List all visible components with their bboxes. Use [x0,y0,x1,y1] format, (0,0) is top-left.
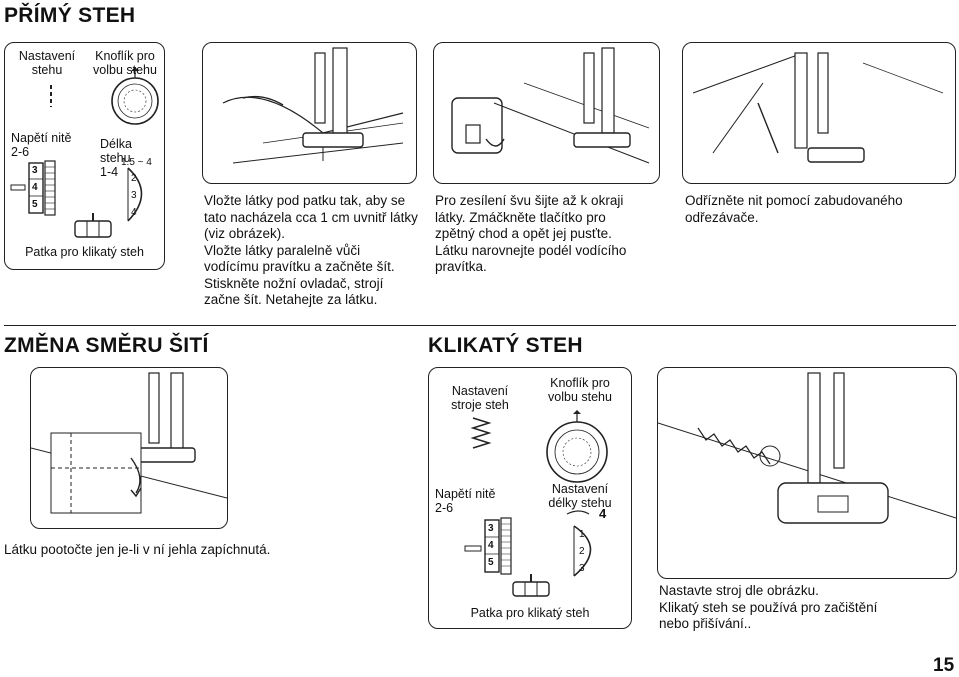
zigzag-length-mark-2: 2 [579,546,585,557]
zigzag-tension-dial-icon [464,517,512,575]
label-presser-foot: Patka pro klikatý steh [25,245,144,259]
straight-stitch-settings-panel: Nastavení stehu Knoflík pro volbu stehu … [4,42,165,270]
label-stitch-knob: Knoflík pro volbu stehu [93,49,157,77]
label-zigzag-presser-foot: Patka pro klikatý steh [470,606,590,620]
label-zigzag-stitch-knob: Knoflík pro volbu stehu [548,376,612,404]
thread-cutter-illustration [692,52,944,163]
zigzag-stitch-dial-icon [546,410,608,483]
label-zigzag-thread-tension: Napětí nitě 2-6 [435,487,496,515]
tension-mark-5: 5 [32,199,38,210]
step1-illustration [202,42,417,184]
zigzag-presser-foot-icon [512,574,550,597]
label-stitch-setting: Nastavení stehu [18,49,76,77]
section-title-straight-stitch: PŘÍMÝ STEH [4,4,136,27]
tension-dial-icon [10,160,56,216]
stitch-dial-icon [111,67,159,125]
length-range: 1.5 ~ 4 [121,157,152,168]
zigzag-tension-mark-3: 3 [488,523,494,534]
length-mark-2: 2 [131,173,137,184]
change-direction-illustration [30,367,228,529]
length-knob-icon [127,167,143,222]
page-number: 15 [933,655,955,676]
label-stitch-length: Délka stehu 1-4 [100,137,132,179]
zigzag-caption: Nastavte stroj dle obrázku. Klikatý steh… [659,583,878,631]
section-divider [4,325,956,326]
label-length-setting: Nastavení délky stehu [548,482,612,510]
length-value: 4 [599,506,607,521]
length-mark-3: 3 [131,190,137,201]
section-title-change-direction: ZMĚNA SMĚRU ŠITÍ [4,334,209,357]
zigzag-length-mark-1: 1 [579,529,585,540]
fabric-rotation-illustration [31,372,227,514]
section-title-zigzag-stitch: KLIKATÝ STEH [428,334,583,357]
length-mark-4: 4 [131,207,137,218]
step2-illustration [433,42,660,184]
zigzag-tension-mark-4: 4 [488,540,494,551]
zigzag-settings-illustration [464,410,608,597]
change-direction-caption: Látku pootočte jen je-li v ní jehla zapí… [4,542,271,557]
presser-foot-icon [74,213,112,238]
zigzag-sewing-illustration [657,367,957,579]
zigzag-seam-illustration [658,372,956,524]
tension-mark-4: 4 [32,182,38,193]
step3-illustration [682,42,956,184]
label-thread-tension: Napětí nitě 2-6 [11,131,72,159]
zigzag-stitch-icon [470,417,492,449]
reverse-button-illustration [451,47,650,164]
tension-mark-3: 3 [32,165,38,176]
label-machine-setting: Nastavení stroje steh [451,384,509,412]
step3-text: Odřízněte nit pomocí zabudovaného odřezá… [685,193,903,225]
sewing-foot-illustration-1 [222,47,404,164]
step2-text: Pro zesílení švu šijte až k okraji látky… [435,193,627,274]
settings-illustration [10,67,159,238]
zigzag-length-knob-icon [566,510,592,577]
zigzag-tension-mark-5: 5 [488,557,494,568]
step1-text: Vložte látky pod patku tak, aby se tato … [204,193,418,307]
zigzag-settings-panel: Nastavení stroje steh Knoflík pro volbu … [428,367,632,629]
zigzag-length-mark-3: 3 [579,563,585,574]
